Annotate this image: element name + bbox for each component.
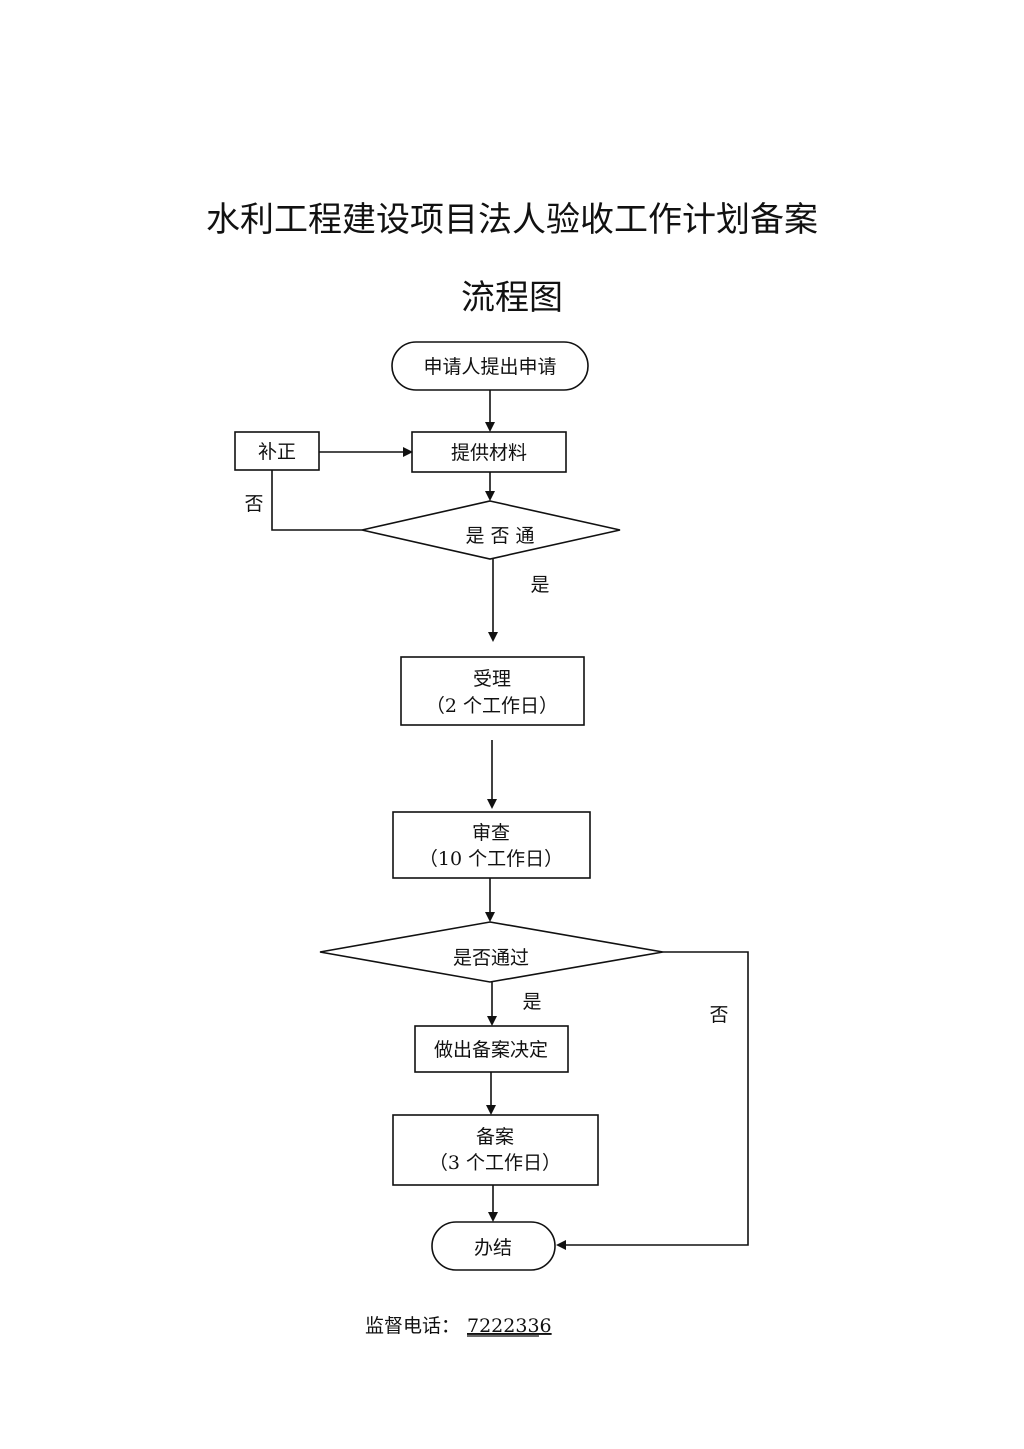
node-review-time: （10 个工作日） — [419, 848, 563, 870]
node-apply: 申请人提出申请 — [391, 341, 589, 391]
edge-decision2-no — [556, 951, 749, 1250]
footer-phone: 监督电话： 7222336 — [365, 1315, 552, 1337]
node-provide: 提供材料 — [411, 431, 567, 473]
node-record-label: 备案 — [476, 1126, 514, 1148]
node-correct-label: 补正 — [258, 441, 296, 463]
edge-review-decision2 — [485, 878, 495, 922]
node-end-label: 办结 — [474, 1237, 512, 1259]
node-record: 备案 （3 个工作日） — [392, 1114, 599, 1186]
title-line-2: 流程图 — [461, 278, 563, 318]
edge-record-end — [488, 1185, 498, 1222]
node-decision1-label: 是 否 通 — [465, 525, 534, 547]
edge-provide-decision1 — [485, 472, 495, 501]
node-decision2: 是否通过 — [319, 921, 664, 983]
node-decide: 做出备案决定 — [414, 1025, 569, 1073]
node-decision1: 是 否 通 — [361, 500, 621, 560]
node-record-time: （3 个工作日） — [429, 1152, 561, 1174]
edge-decision1-yes — [488, 559, 498, 642]
node-provide-label: 提供材料 — [451, 442, 527, 464]
node-decide-label: 做出备案决定 — [434, 1039, 548, 1061]
title-line-1: 水利工程建设项目法人验收工作计划备案 — [206, 200, 818, 240]
node-apply-label: 申请人提出申请 — [423, 356, 556, 378]
edge-accept-review — [487, 740, 497, 809]
node-end: 办结 — [431, 1221, 556, 1271]
node-accept-label: 受理 — [473, 668, 511, 690]
edge-decision1-yes-label: 是 — [530, 574, 549, 596]
edge-decision2-yes — [487, 982, 497, 1026]
edge-decision1-no — [271, 470, 362, 531]
node-decision2-label: 是否通过 — [453, 947, 529, 969]
edge-correct-provide — [319, 447, 413, 457]
footer-label: 监督电话： — [365, 1315, 460, 1337]
node-accept: 受理 （2 个工作日） — [400, 656, 585, 726]
edge-apply-provide — [485, 390, 495, 432]
node-accept-time: （2 个工作日） — [426, 695, 558, 717]
edge-decision2-no-label: 否 — [709, 1004, 728, 1026]
edge-decision2-yes-label: 是 — [522, 991, 541, 1013]
node-review-label: 审查 — [472, 822, 510, 844]
node-review: 审查 （10 个工作日） — [392, 811, 591, 879]
edge-decision1-no-label: 否 — [244, 493, 263, 515]
edge-decide-record — [486, 1072, 496, 1115]
footer-phone-number: 7222336 — [467, 1315, 552, 1337]
node-correct: 补正 — [234, 431, 320, 471]
